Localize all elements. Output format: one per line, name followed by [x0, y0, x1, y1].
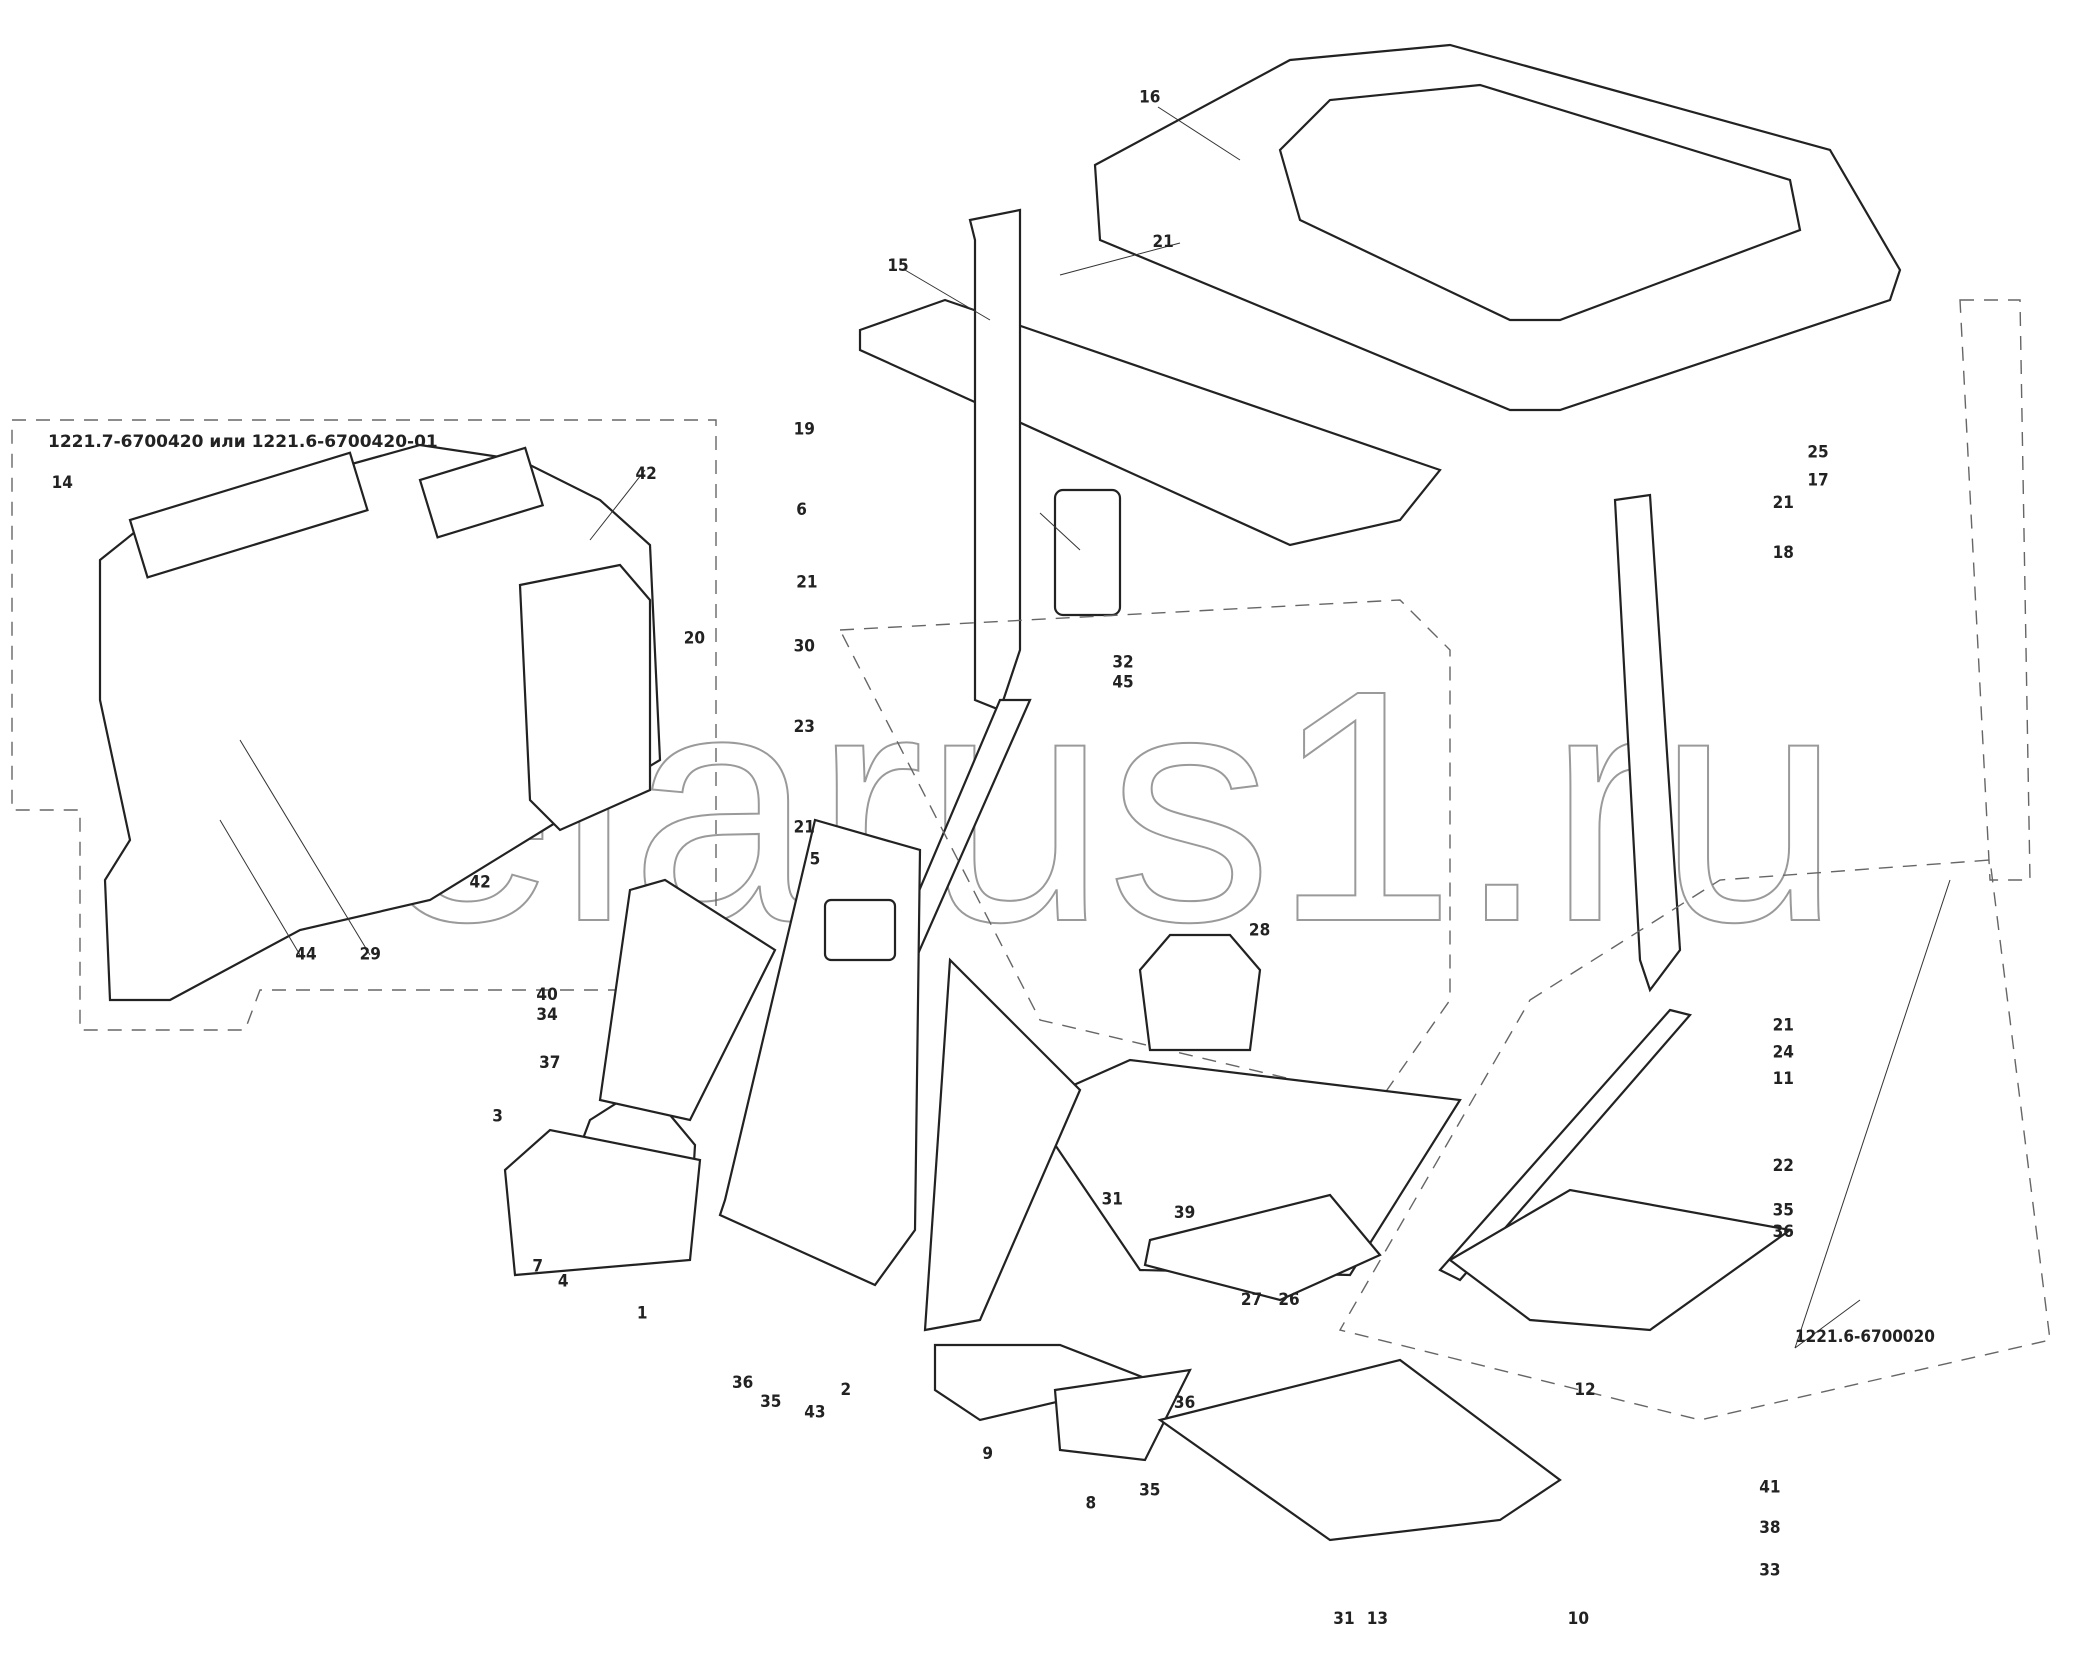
callout-6: 6	[796, 500, 807, 520]
callout-13: 13	[1367, 1609, 1388, 1629]
storage-box	[1053, 488, 1122, 617]
callout-32: 32	[1112, 653, 1133, 673]
dashboard-opening	[418, 446, 545, 539]
callout-38: 38	[1759, 1518, 1780, 1538]
bracket-8	[1053, 1368, 1192, 1462]
callout-21: 21	[794, 817, 815, 837]
console-side-panel	[598, 878, 777, 1122]
callout-25: 25	[1807, 442, 1828, 462]
callout-36: 36	[1174, 1393, 1195, 1413]
callout-5: 5	[810, 849, 821, 869]
callout-44: 44	[295, 945, 316, 965]
roof-hatch-opening	[1278, 83, 1802, 322]
dashboard-opening	[128, 451, 369, 579]
callout-41: 41	[1759, 1478, 1780, 1498]
dashboard-panel	[98, 443, 662, 1002]
callout-23: 23	[794, 717, 815, 737]
callout-37: 37	[539, 1053, 560, 1073]
callout-8: 8	[1086, 1494, 1097, 1514]
callout-19: 19	[794, 420, 815, 440]
callout-12: 12	[1574, 1380, 1595, 1400]
callout-43: 43	[804, 1403, 825, 1423]
callout-36: 36	[732, 1373, 753, 1393]
callout-27: 27	[1241, 1290, 1262, 1310]
callout-1: 1	[637, 1304, 648, 1324]
callout-11: 11	[1773, 1069, 1794, 1089]
callout-42: 42	[636, 464, 657, 484]
callout-45: 45	[1112, 673, 1133, 693]
callout-35: 35	[760, 1392, 781, 1412]
callout-35: 35	[1773, 1200, 1794, 1220]
callout-15: 15	[887, 256, 908, 276]
callout-22: 22	[1773, 1156, 1794, 1176]
dashboard-group-outline	[11, 419, 717, 1031]
callout-26: 26	[1278, 1290, 1299, 1310]
rear-strip	[1438, 1008, 1693, 1282]
callout-42: 42	[469, 872, 490, 892]
right-console-panel	[923, 957, 1082, 1332]
rear-post-outline	[1959, 299, 2031, 881]
dashboard-side-cover	[518, 563, 652, 832]
callout-9: 9	[982, 1444, 993, 1464]
callout-21: 21	[1773, 493, 1794, 513]
callout-29: 29	[360, 945, 381, 965]
callout-30: 30	[794, 637, 815, 657]
callout-17: 17	[1807, 470, 1828, 490]
callout-2: 2	[840, 1380, 851, 1400]
callout-7: 7	[532, 1257, 543, 1277]
callout-3: 3	[492, 1107, 503, 1127]
left-pillar	[968, 208, 1022, 712]
callout-21: 21	[1773, 1016, 1794, 1036]
callout-16: 16	[1139, 87, 1160, 107]
callout-33: 33	[1759, 1561, 1780, 1581]
callout-31: 31	[1333, 1609, 1354, 1629]
right-pillar	[1613, 493, 1682, 993]
callout-4: 4	[558, 1271, 569, 1291]
frame-group-label: 1221.6-6700020	[1795, 1327, 1935, 1347]
callout-36: 36	[1773, 1222, 1794, 1242]
console-cutout	[823, 898, 897, 962]
callout-34: 34	[536, 1005, 557, 1025]
callout-14: 14	[52, 473, 73, 493]
callout-39: 39	[1174, 1203, 1195, 1223]
leader-lines	[219, 106, 1951, 1349]
callout-28: 28	[1249, 920, 1270, 940]
callout-24: 24	[1773, 1042, 1794, 1062]
callout-31: 31	[1102, 1190, 1123, 1210]
left-bracket	[503, 1128, 702, 1277]
floor-plate	[1448, 1188, 1793, 1332]
frame-outline	[838, 599, 1451, 1101]
floor-mat-front	[1143, 1193, 1382, 1302]
callout-21: 21	[796, 572, 817, 592]
callout-35: 35	[1139, 1480, 1160, 1500]
callout-40: 40	[536, 985, 557, 1005]
callout-20: 20	[684, 629, 705, 649]
dashboard-group-label: 1221.7-6700420 или 1221.6-6700420-01	[48, 432, 438, 452]
lever-boot	[1138, 933, 1262, 1052]
floor-trim-10	[1157, 1358, 1562, 1542]
callout-18: 18	[1773, 543, 1794, 563]
callout-21: 21	[1153, 232, 1174, 252]
floor-frame-outline	[1338, 859, 2051, 1421]
callout-10: 10	[1568, 1609, 1589, 1629]
